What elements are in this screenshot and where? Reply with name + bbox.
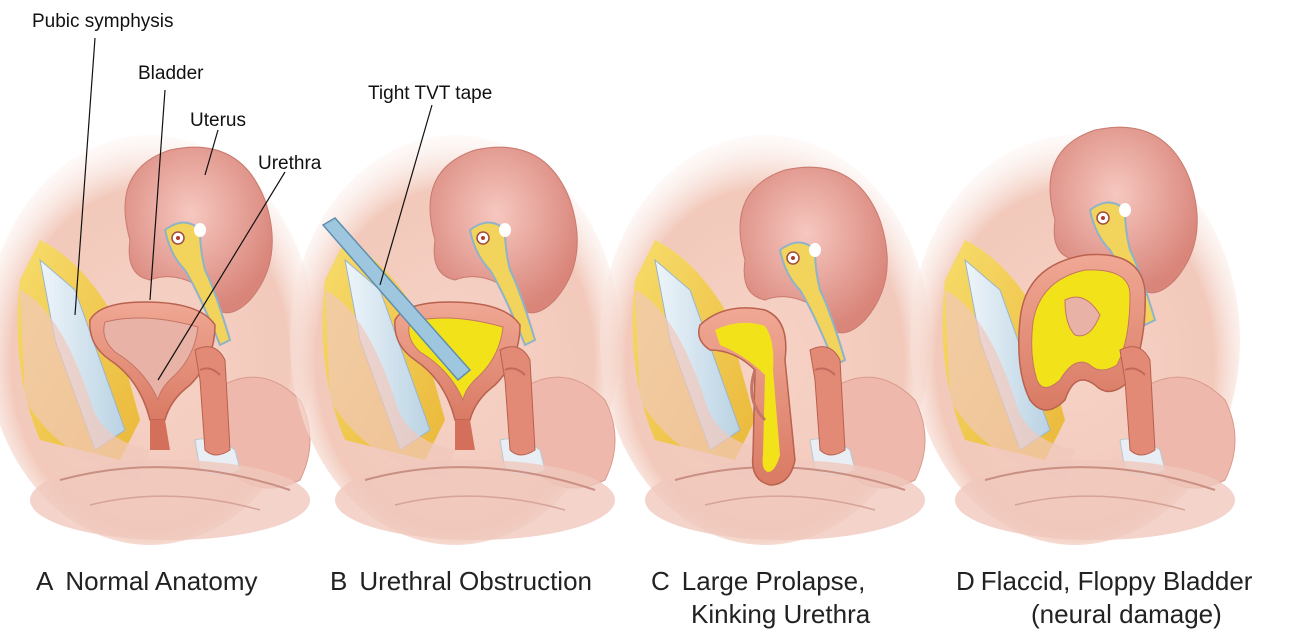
caption-d-letter: D <box>956 566 975 596</box>
caption-c-letter: C <box>651 566 670 596</box>
panel-b-illustration <box>290 135 620 545</box>
label-bladder: Bladder <box>138 63 204 85</box>
caption-a-letter: A <box>36 566 53 596</box>
caption-b: B Urethral Obstruction <box>330 566 592 596</box>
caption-b-letter: B <box>330 566 347 596</box>
caption-c-line2: Kinking Urethra <box>691 599 870 629</box>
label-tight-tvt-tape: Tight TVT tape <box>368 83 492 105</box>
caption-a: A Normal Anatomy <box>36 566 258 596</box>
caption-d-line2: (neural damage) <box>1031 599 1222 629</box>
label-pubic-symphysis: Pubic symphysis <box>32 11 174 33</box>
caption-b-title: Urethral Obstruction <box>359 566 592 596</box>
caption-c: C Large Prolapse, <box>651 566 865 596</box>
label-urethra: Urethra <box>258 153 321 175</box>
caption-c-title-line1: Large Prolapse, <box>682 566 866 596</box>
panel-c-illustration <box>600 135 930 545</box>
caption-a-title: Normal Anatomy <box>65 566 257 596</box>
label-uterus: Uterus <box>190 110 246 132</box>
caption-d-title-line1: Flaccid, Floppy Bladder <box>981 566 1253 596</box>
panel-d-illustration <box>910 127 1240 545</box>
